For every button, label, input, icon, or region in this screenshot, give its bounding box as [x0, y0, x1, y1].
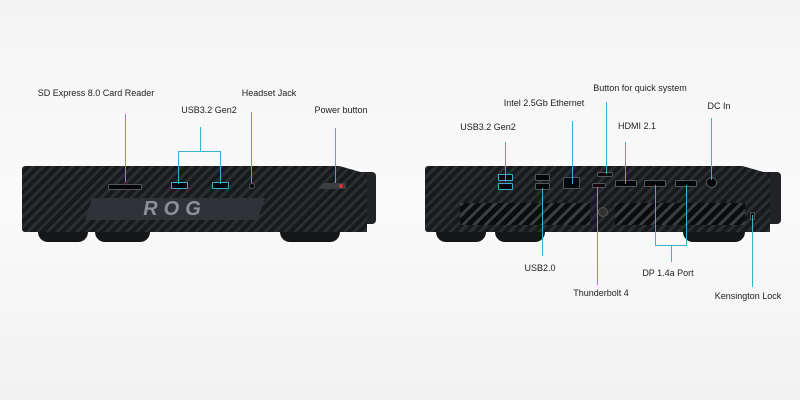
foot	[280, 230, 340, 242]
callout-line	[597, 187, 598, 285]
label-kensington-lock: Kensington Lock	[714, 291, 782, 301]
callout-line	[606, 102, 607, 174]
label-sd-card-reader: SD Express 8.0 Card Reader	[37, 88, 155, 98]
label-hdmi: HDMI 2.1	[617, 121, 657, 131]
usb20-port	[535, 174, 550, 181]
callout-line	[220, 151, 221, 184]
callout-line	[542, 188, 543, 256]
label-thunderbolt: Thunderbolt 4	[573, 288, 629, 298]
foot	[683, 230, 745, 242]
thunderbolt-port	[592, 183, 606, 188]
callout-line	[671, 245, 672, 262]
usb32-port	[498, 183, 513, 190]
hdmi-port	[615, 180, 637, 187]
foot	[495, 230, 545, 242]
quick-system-button[interactable]	[597, 172, 613, 177]
callout-line	[178, 151, 179, 184]
callout-line	[251, 112, 252, 183]
power-button[interactable]	[318, 183, 346, 189]
label-usb20: USB2.0	[524, 263, 556, 273]
power-led-icon	[339, 184, 343, 188]
label-dp-port: DP 1.4a Port	[642, 268, 694, 278]
callout-line	[572, 121, 573, 184]
foot	[38, 230, 88, 242]
screw	[598, 207, 608, 217]
headset-jack	[249, 183, 255, 189]
callout-line	[200, 127, 201, 151]
rog-logo: ROG	[85, 198, 265, 220]
callout-line	[505, 142, 506, 182]
usb-port	[171, 182, 188, 189]
callout-line	[711, 118, 712, 180]
callout-line	[335, 128, 336, 183]
label-quick-system-button: Button for quick system	[593, 83, 687, 93]
callout-line	[686, 185, 687, 245]
callout-line	[625, 142, 626, 184]
label-dc-in: DC In	[707, 101, 731, 111]
label-ethernet: Intel 2.5Gb Ethernet	[503, 98, 585, 108]
label-front-usb: USB3.2 Gen2	[181, 105, 237, 115]
ethernet-port	[563, 177, 580, 189]
label-back-usb32: USB3.2 Gen2	[460, 122, 516, 132]
callout-line	[125, 114, 126, 182]
callout-line	[752, 215, 753, 287]
foot	[95, 230, 150, 242]
foot	[436, 230, 486, 242]
sd-card-slot	[108, 184, 142, 190]
label-power-button: Power button	[314, 105, 368, 115]
label-headset-jack: Headset Jack	[241, 88, 297, 98]
callout-line	[655, 185, 656, 245]
vent	[615, 203, 745, 225]
callout-line	[178, 151, 221, 152]
vent	[460, 203, 590, 225]
